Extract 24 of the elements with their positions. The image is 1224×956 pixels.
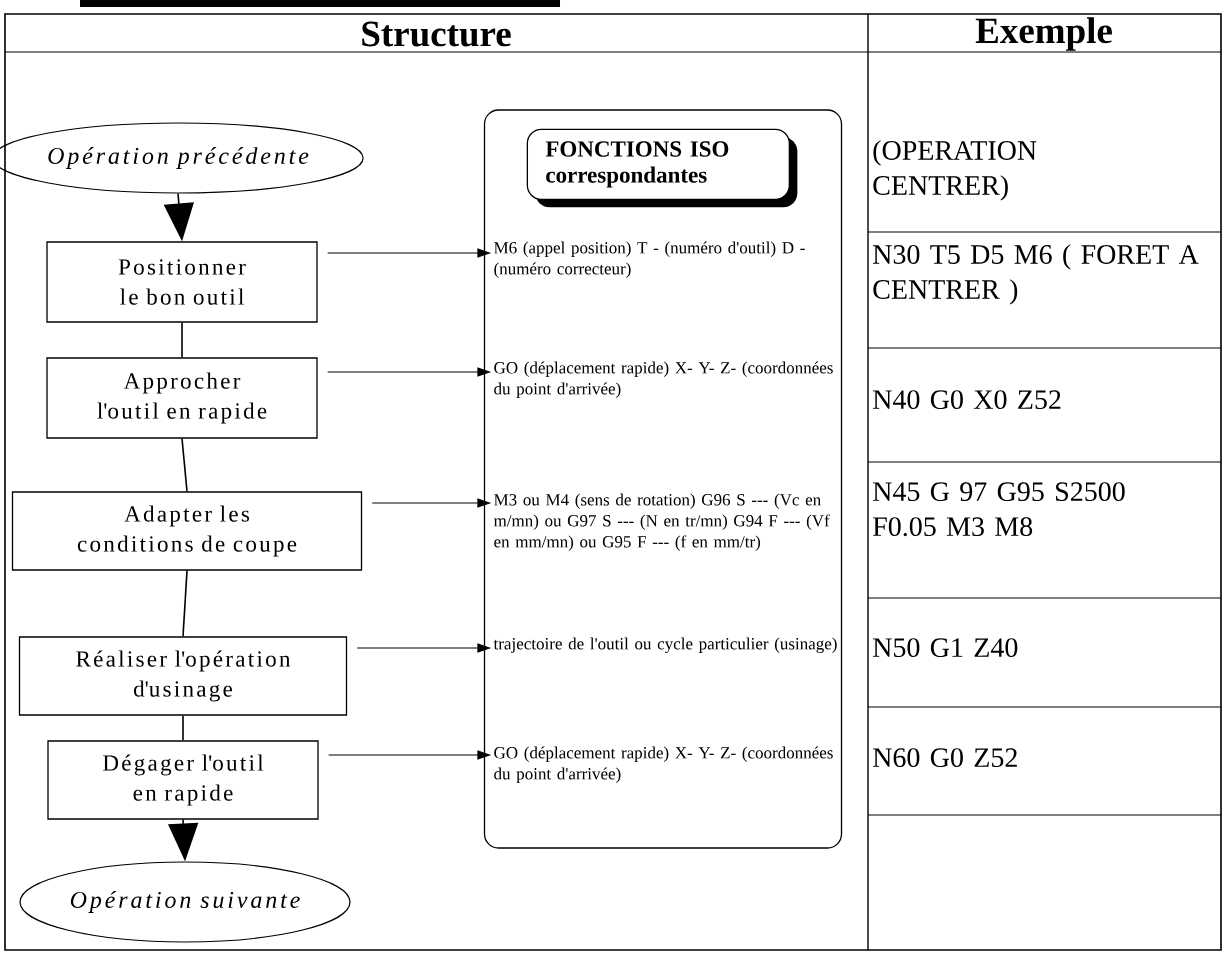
example-code: N40 G0 X0 Z52 [873,390,1061,410]
example-code: N45 G 97 G95 S2500 F0.05 M3 M8 [873,482,1125,537]
connector-line [181,321,183,359]
title-box: FONCTIONS ISO correspondantes [526,128,798,208]
function-text: trajectoire de l'outil ou cycle particulier (usinage) [493,637,837,653]
process-box: Dégager l'outil en rapide [47,740,319,820]
functions-panel [483,109,843,849]
column-header: Exemple [975,17,1112,51]
example-code: N30 T5 D5 M6 ( FORET A CENTRER ) [873,244,1199,305]
process-box: Adapter les conditions de coupe [11,491,363,571]
example-code: N60 G0 Z52 [873,748,1017,768]
connector-line [181,437,188,493]
process-box: Positionner le bon outil [46,241,318,323]
column-header: Structure [362,21,511,47]
process-box: Approcher l'outil en rapide [46,357,318,439]
example-code: (OPERATION CENTRER) [873,140,1037,201]
function-text: M3 ou M4 (sens de rotation) G96 S --- (Vc en m/mn) ou G97 S --- (N en tr/mn) G94 F --- (Vf en mm/mn) ou G95 F --- (f en mm/tr) [493,493,830,551]
connector-line [182,714,184,742]
function-text: GO (déplacement rapide) X- Y- Z- (coordonnées du point d'arrivée) [494,361,833,398]
function-text: M6 (appel position) T - (numéro d'outil) D - (numéro correcteur) [494,241,805,278]
example-code: N50 G1 Z40 [873,638,1018,658]
function-text: GO (déplacement rapide) X- Y- Z- (coordonnées du point d'arrivée) [494,746,833,783]
connector-line [182,569,188,638]
process-box: Réaliser l'opération d'usinage [18,636,348,716]
